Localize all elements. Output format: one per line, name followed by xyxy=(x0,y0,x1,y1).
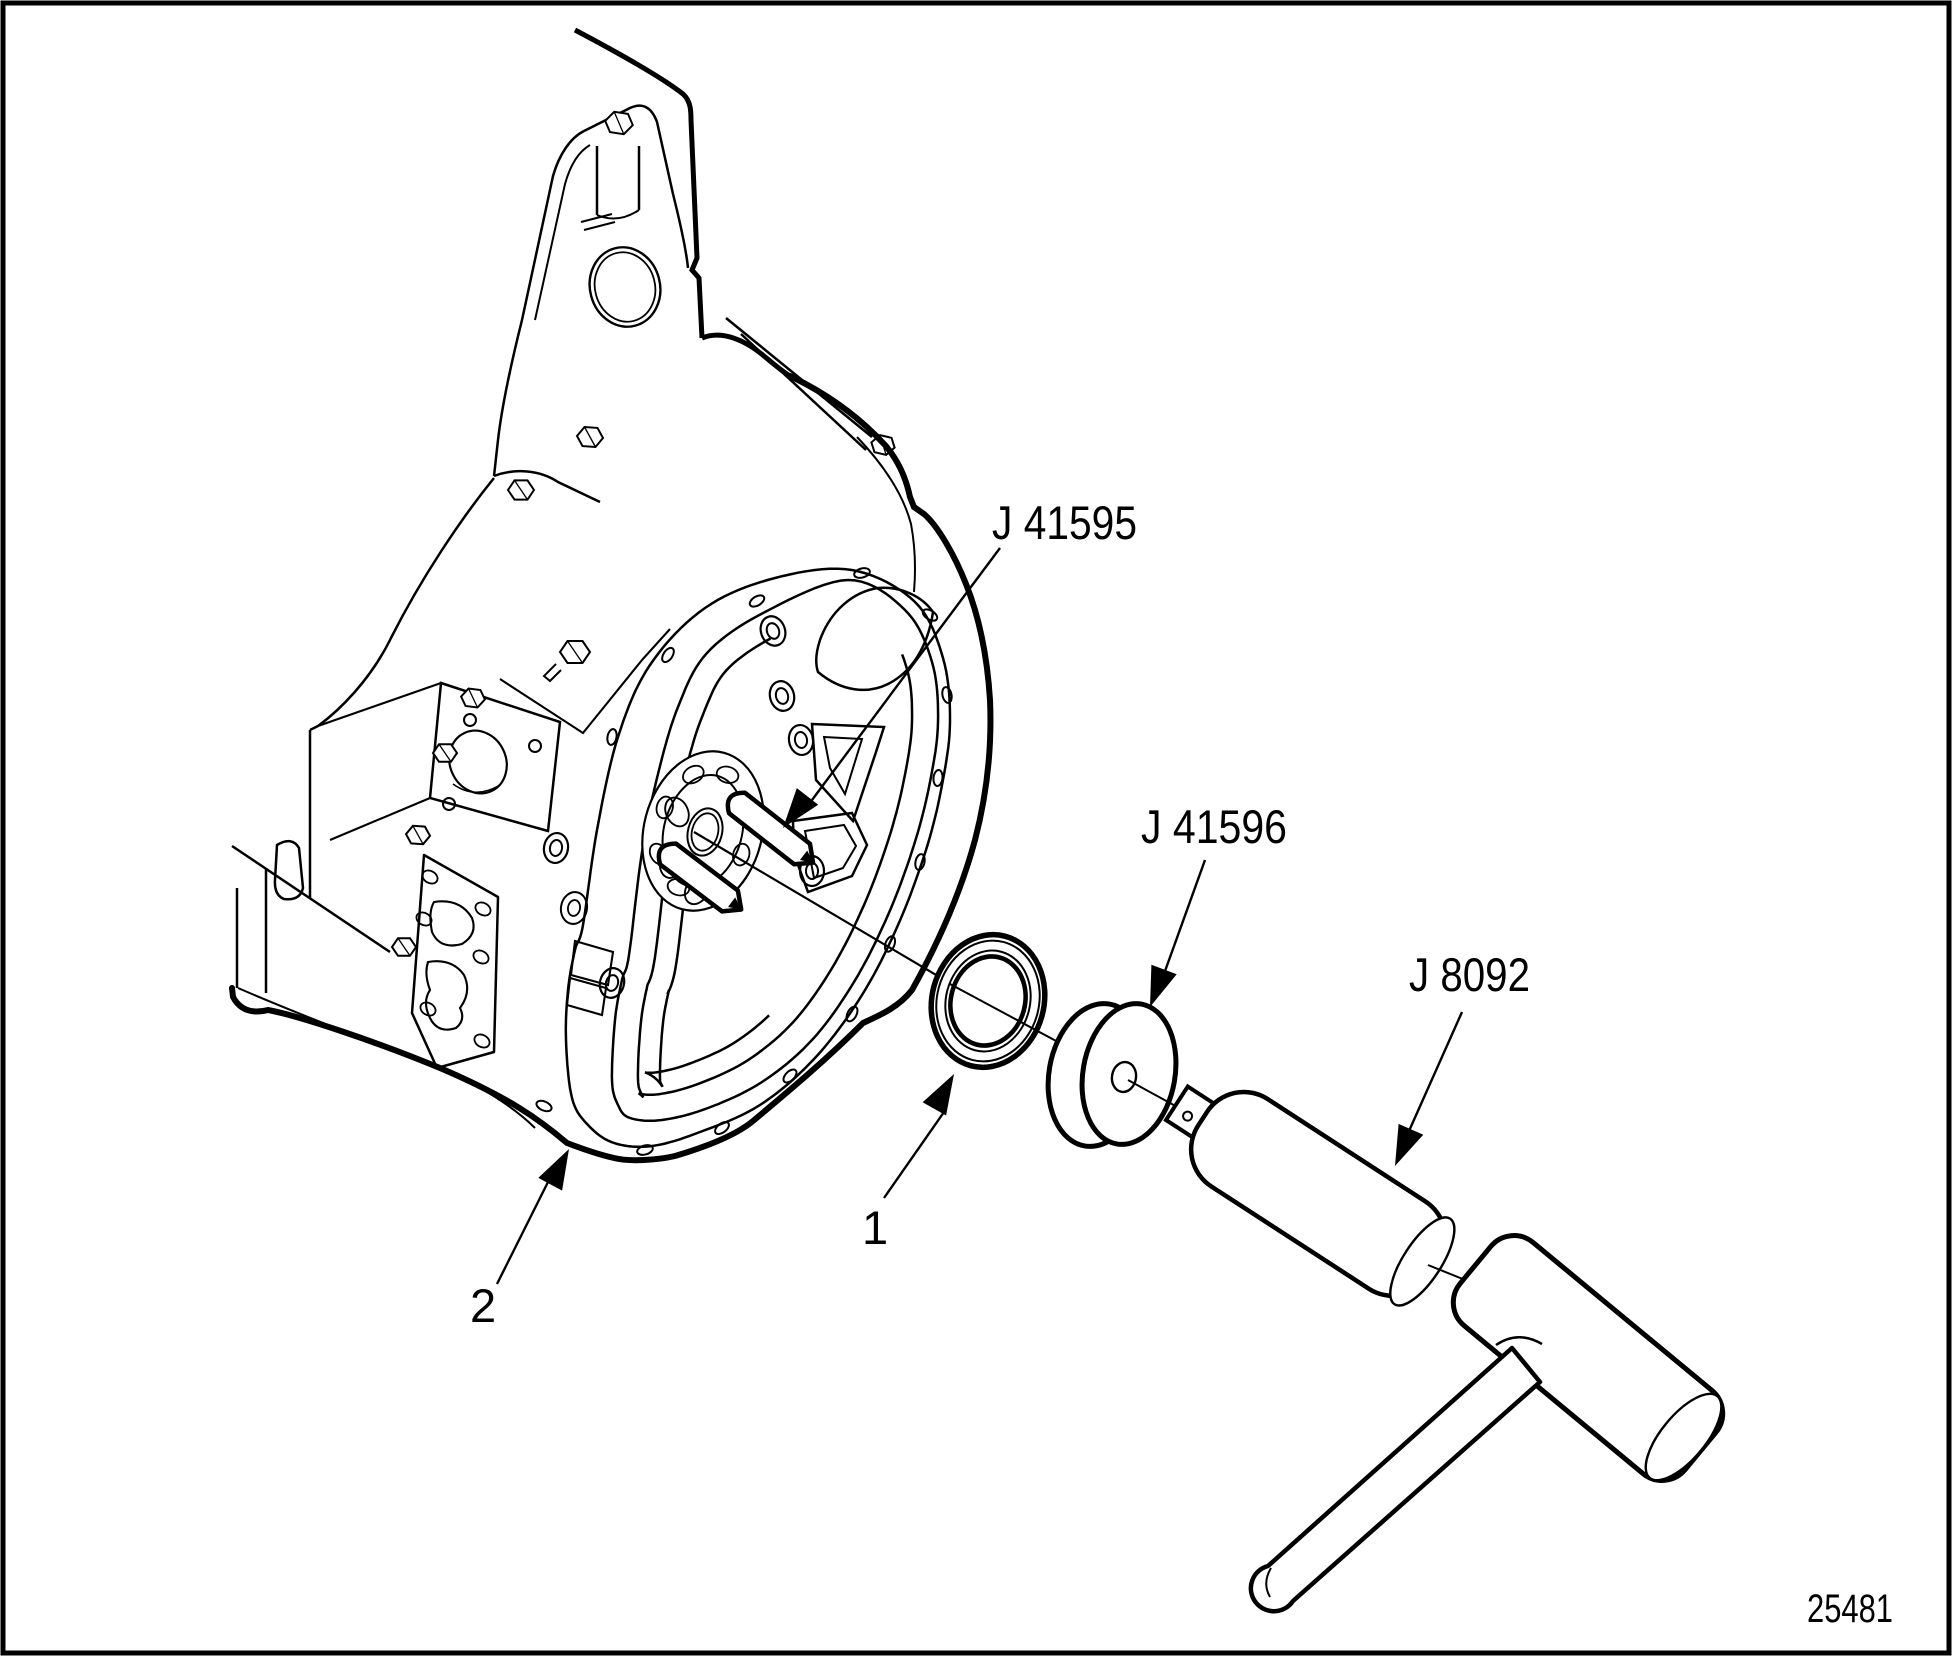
svg-text:J 8092: J 8092 xyxy=(1409,948,1530,1001)
svg-text:J 41596: J 41596 xyxy=(1141,800,1287,853)
svg-text:25481: 25481 xyxy=(1807,1587,1893,1631)
svg-text:1: 1 xyxy=(862,1201,888,1254)
svg-text:J 41595: J 41595 xyxy=(992,496,1137,549)
svg-text:2: 2 xyxy=(470,1279,496,1332)
